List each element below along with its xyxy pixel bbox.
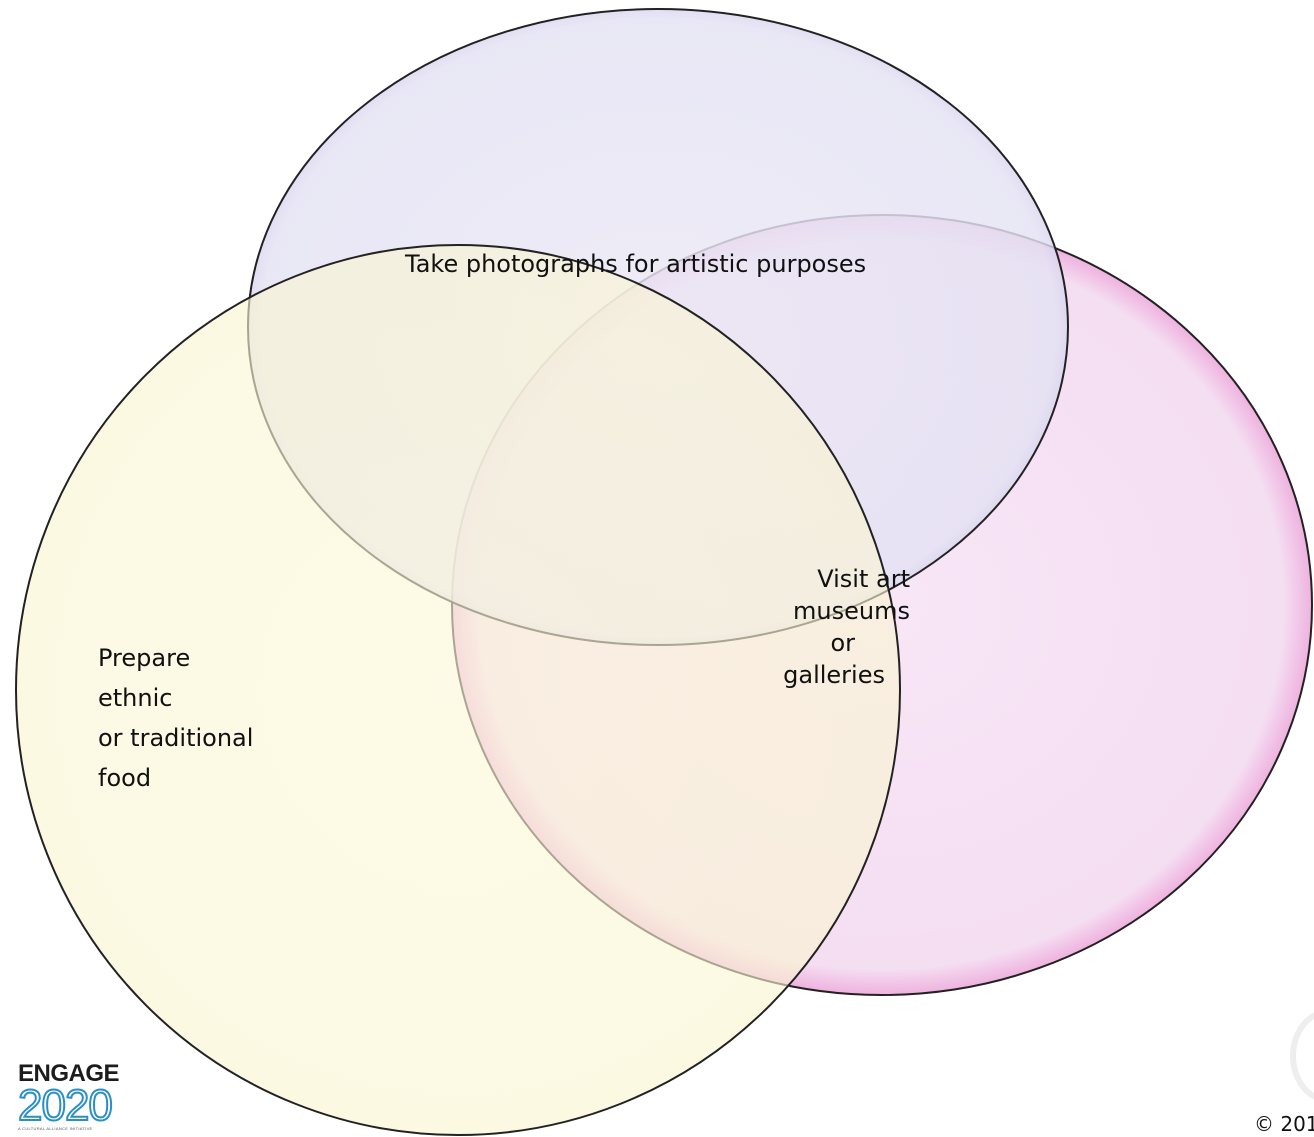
label-food-line-4: food — [98, 764, 152, 792]
copyright-text: © 201 — [1254, 1112, 1314, 1136]
label-museums-line-2: museums — [793, 597, 910, 625]
label-take-photographs: Take photographs for artistic purposes — [405, 250, 867, 278]
label-visit-museums: Visit art museums or galleries — [760, 563, 910, 691]
label-museums-line-4: galleries — [783, 661, 885, 689]
label-food-line-2: ethnic — [98, 684, 173, 712]
logo-tagline: A CULTURAL ALLIANCE INITIATIVE — [18, 1126, 93, 1131]
label-food-line-3: or traditional — [98, 724, 254, 752]
logo-year: 2020 — [17, 1081, 114, 1130]
logo-word: ENGAGE — [18, 1060, 120, 1087]
label-prepare-food: Prepare ethnic or traditional food — [98, 638, 253, 798]
label-museums-line-1: Visit art — [817, 565, 910, 593]
label-food-line-1: Prepare — [98, 644, 191, 672]
engage-2020-logo: ENGAGE 2020 A CULTURAL ALLIANCE INITIATI… — [17, 1060, 148, 1134]
circle-food — [15, 244, 901, 1136]
label-museums-line-3: or — [830, 629, 855, 657]
